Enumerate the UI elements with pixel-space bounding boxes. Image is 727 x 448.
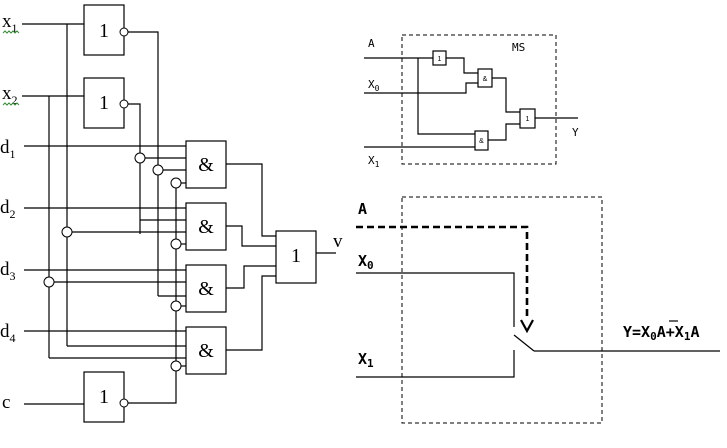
mux-wire-a-down xyxy=(417,58,475,135)
not-gate-x2: 1 xyxy=(83,77,129,129)
spell-underline-x2 xyxy=(2,102,20,106)
input-d2-label: d2 xyxy=(0,197,16,221)
and-gate-3: & xyxy=(185,264,227,313)
svg-text:1: 1 xyxy=(438,56,442,63)
left-circuit: x1 x2 d1 d2 d3 d4 c 1 1 xyxy=(0,4,343,423)
svg-text:&: & xyxy=(483,76,488,83)
junction-5 xyxy=(170,238,182,250)
mux-or-gate xyxy=(519,108,536,129)
and1-out xyxy=(226,163,276,237)
input-x2-label: x2 xyxy=(2,83,18,107)
svg-text:&: & xyxy=(198,154,214,176)
switch-control-path xyxy=(356,225,529,316)
svg-text:1: 1 xyxy=(291,245,301,267)
svg-text:&: & xyxy=(198,340,214,362)
svg-text:1: 1 xyxy=(99,386,109,408)
output-v-label: v xyxy=(333,231,343,252)
switch-equation: Y=X0A+X1A xyxy=(623,320,699,343)
mux-input-x0: X0 xyxy=(368,78,380,93)
and-gate-2: & xyxy=(185,202,227,251)
switch-input-x1: X1 xyxy=(358,350,374,370)
rail-not-x1 xyxy=(128,31,159,296)
not-gate-c: 1 xyxy=(83,371,129,423)
switch-input-x0: X0 xyxy=(358,252,374,272)
mux-boundary xyxy=(401,34,557,165)
junction-7 xyxy=(170,300,182,312)
input-d4-label: d4 xyxy=(0,321,16,345)
input-c-label: c xyxy=(2,392,10,413)
input-x1-label: x1 xyxy=(2,11,18,35)
mux-output-y: Y xyxy=(572,126,579,139)
spell-underline-x1 xyxy=(2,30,20,34)
switch-boundary xyxy=(401,196,603,424)
mux-input-x1: X1 xyxy=(368,154,380,169)
mux-title: MS xyxy=(512,41,525,54)
rail-not-c xyxy=(128,366,177,404)
mux-wire-and2-out xyxy=(488,123,520,141)
svg-text:&: & xyxy=(198,216,214,238)
svg-text:1: 1 xyxy=(99,20,109,42)
svg-text:Y=X0A+X1A: Y=X0A+X1A xyxy=(623,323,699,343)
junction-2 xyxy=(152,164,164,176)
svg-text:1: 1 xyxy=(526,116,530,123)
mux-not-gate xyxy=(432,50,447,66)
junction-1 xyxy=(134,152,146,164)
svg-text:1: 1 xyxy=(99,92,109,114)
and-gate-1: & xyxy=(185,140,227,189)
rail-not-x2 xyxy=(128,103,141,234)
junction-4 xyxy=(61,226,73,238)
mux-wire-nota xyxy=(446,57,478,74)
or-gate: 1 xyxy=(275,230,317,284)
input-d3-label: d3 xyxy=(0,259,16,283)
and3-out xyxy=(226,265,276,289)
and4-out xyxy=(226,275,276,351)
input-d1-label: d1 xyxy=(0,137,16,161)
switch-wire-x0 xyxy=(356,272,515,327)
junction-8 xyxy=(170,360,182,372)
and2-out xyxy=(226,225,276,247)
switch-control-arrow xyxy=(520,319,534,334)
mux-and-gate-1 xyxy=(477,68,493,88)
switch-contact-arm xyxy=(513,334,535,352)
mux-input-a: A xyxy=(368,37,375,50)
mux-wire-and1-out xyxy=(492,77,520,113)
mux-and-gate-2 xyxy=(474,130,489,151)
mux-wire-x0 xyxy=(364,82,478,94)
junction-6 xyxy=(43,276,55,288)
switch-wire-x1 xyxy=(356,350,515,378)
not-gate-x1: 1 xyxy=(83,4,129,56)
switch-input-a: A xyxy=(358,200,367,218)
svg-text:&: & xyxy=(198,278,214,300)
svg-text:&: & xyxy=(479,138,484,145)
mux-switch: A X0 X1 Y=X0A+X1A xyxy=(356,196,720,424)
junction-3 xyxy=(170,177,182,189)
mux-gate-level: MS A X0 X1 1 & & 1 Y xyxy=(364,34,579,169)
and-gate-4: & xyxy=(185,326,227,375)
